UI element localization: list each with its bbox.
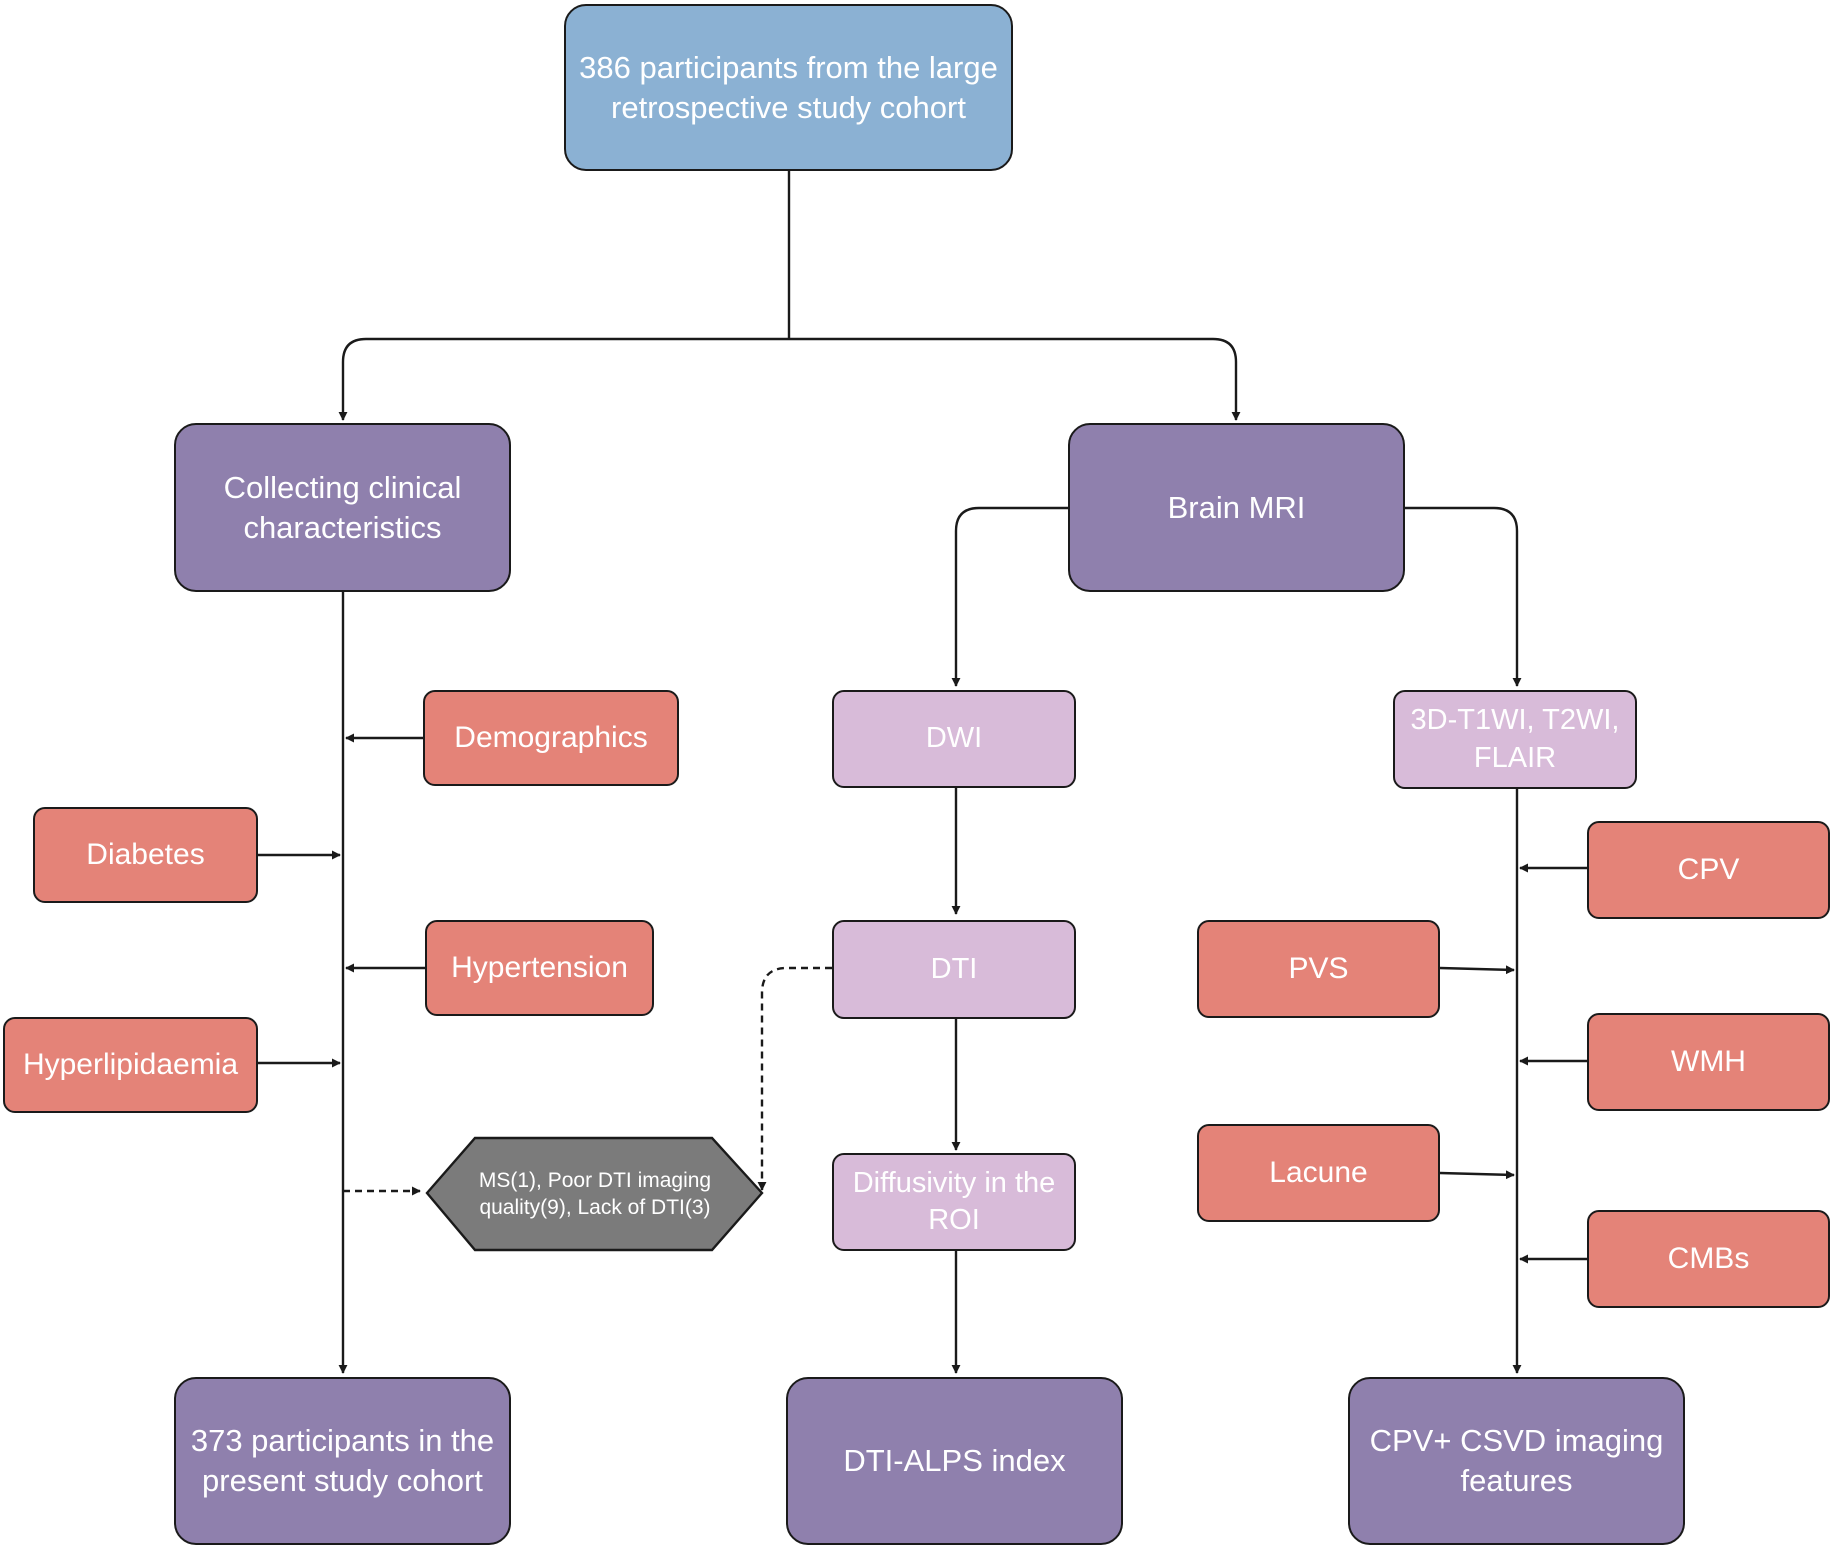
dti-alps-box: DTI-ALPS index xyxy=(786,1377,1123,1545)
feature-box-lacune: Lacune xyxy=(1197,1124,1440,1222)
connector-mri-to-sequences xyxy=(1405,506,1522,687)
feature-box-cpv: CPV xyxy=(1587,821,1830,919)
feature-label-lacune: Lacune xyxy=(1269,1155,1368,1189)
factor-box-demographics: Demographics xyxy=(423,690,679,786)
sequence-box-dwi: DWI xyxy=(832,690,1076,788)
connector-pvs xyxy=(1439,965,1515,975)
csvd-features-box: CPV+ CSVD imaging features xyxy=(1348,1377,1685,1545)
feature-label-cpv: CPV xyxy=(1677,852,1740,886)
source-cohort-label: 386 participants from the large retrospe… xyxy=(579,49,998,125)
clinical-characteristics-label: Collecting clinical characteristics xyxy=(223,469,462,545)
factor-box-hyperlipidaemia: Hyperlipidaemia xyxy=(3,1017,258,1113)
exclusion-label: MS(1), Poor DTI imaging quality(9), Lack… xyxy=(478,1168,712,1219)
sequence-box-roi-diffusivity: Diffusivity in the ROI xyxy=(832,1153,1076,1251)
factor-label-demographics: Demographics xyxy=(454,720,648,754)
feature-label-pvs: PVS xyxy=(1288,951,1349,985)
dti-alps-label: DTI-ALPS index xyxy=(843,1443,1066,1479)
exclusion-label-container: MS(1), Poor DTI imaging quality(9), Lack… xyxy=(470,1146,720,1242)
brain-mri-box: Brain MRI xyxy=(1068,423,1405,592)
sequence-label-dti: DTI xyxy=(930,952,978,985)
factor-box-hypertension: Hypertension xyxy=(425,920,654,1016)
connector-mri-to-dwi xyxy=(951,506,1068,687)
clinical-characteristics-box: Collecting clinical characteristics xyxy=(174,423,511,592)
factor-label-diabetes: Diabetes xyxy=(86,837,205,871)
exclusion-hexagon xyxy=(425,1136,764,1252)
connector-to-mri xyxy=(789,337,1241,421)
connector-lacune xyxy=(1439,1170,1515,1180)
final-cohort-box: 373 participants in the present study co… xyxy=(174,1377,511,1545)
sequence-box-dti: DTI xyxy=(832,920,1076,1019)
sequence-label-dwi: DWI xyxy=(925,722,983,755)
final-cohort-label: 373 participants in the present study co… xyxy=(190,1423,495,1498)
feature-box-wmh: WMH xyxy=(1587,1013,1830,1111)
feature-box-pvs: PVS xyxy=(1197,920,1440,1018)
factor-label-hypertension: Hypertension xyxy=(451,950,628,984)
connector-to-clinical xyxy=(338,337,789,421)
source-cohort-box: 386 participants from the large retrospe… xyxy=(564,4,1013,171)
sequence-box-structural: 3D-T1WI, T2WI, FLAIR xyxy=(1393,690,1637,789)
feature-label-wmh: WMH xyxy=(1671,1044,1746,1078)
feature-box-cmbs: CMBs xyxy=(1587,1210,1830,1308)
factor-label-hyperlipidaemia: Hyperlipidaemia xyxy=(22,1047,239,1081)
feature-label-cmbs: CMBs xyxy=(1667,1241,1750,1275)
brain-mri-label: Brain MRI xyxy=(1167,489,1306,525)
factor-box-diabetes: Diabetes xyxy=(33,807,258,903)
sequence-label-roi-diffusivity: Diffusivity in the ROI xyxy=(852,1166,1056,1236)
csvd-features-label: CPV+ CSVD imaging features xyxy=(1369,1423,1664,1498)
connector-dti-exclusion-dashed xyxy=(757,966,832,1191)
sequence-label-structural: 3D-T1WI, T2WI, FLAIR xyxy=(1410,704,1620,774)
